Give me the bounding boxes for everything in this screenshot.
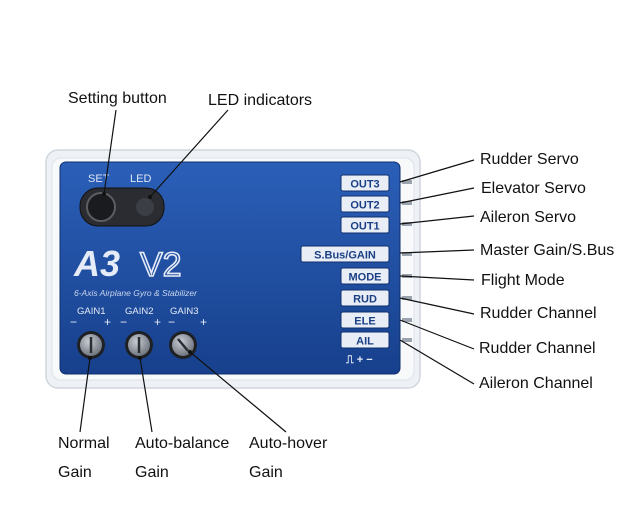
gain1-plus: + [104, 315, 111, 329]
callout-normal-gain: Normal Gain [58, 429, 110, 487]
port-out1: OUT1 [340, 216, 390, 234]
svg-text:MODE: MODE [349, 272, 382, 284]
gain3-label: GAIN3 [170, 306, 199, 317]
gain2-minus: − [120, 315, 127, 329]
auto-balance-gain-line2: Gain [135, 464, 169, 481]
gain1-minus: − [70, 315, 77, 329]
port-ail: AIL [340, 331, 390, 349]
callout-rudder-channel-2: Rudder Channel [479, 340, 596, 357]
gain2-knob[interactable] [125, 331, 153, 359]
callout-elevator-servo: Elevator Servo [481, 180, 586, 197]
leader-dots [88, 192, 192, 360]
gain1-label: GAIN1 [77, 306, 106, 317]
auto-hover-gain-line1: Auto-hover [249, 435, 328, 452]
svg-text:RUD: RUD [353, 294, 377, 306]
auto-balance-gain-line1: Auto-balance [135, 435, 230, 452]
gain2-plus: + [154, 315, 161, 329]
callout-auto-hover-gain: Auto-hover Gain [249, 429, 327, 487]
gain2-label: GAIN2 [125, 306, 154, 317]
svg-text:ELE: ELE [354, 316, 375, 328]
port-sbus-gain: S.Bus/GAIN [300, 245, 390, 263]
callout-aileron-servo: Aileron Servo [480, 209, 577, 226]
callout-setting-button: Setting button [68, 90, 167, 107]
callout-led-indicators: LED indicators [208, 92, 313, 109]
normal-gain-line2: Gain [58, 464, 92, 481]
gain1-knob[interactable] [77, 331, 105, 359]
callout-rudder-servo: Rudder Servo [480, 151, 579, 168]
brand-v2: V2 [140, 246, 182, 284]
callout-flight-mode: Flight Mode [481, 272, 565, 289]
gain3-plus: + [200, 315, 207, 329]
callout-master-gain: Master Gain/S.Bus [480, 242, 615, 259]
port-mode: MODE [340, 267, 390, 285]
led-indicator-icon [136, 198, 154, 216]
callout-rudder-channel-1: Rudder Channel [480, 305, 597, 322]
svg-text:OUT2: OUT2 [350, 200, 379, 212]
svg-text:AIL: AIL [356, 336, 374, 348]
port-rud: RUD [340, 289, 390, 307]
svg-text:OUT1: OUT1 [350, 221, 379, 233]
callout-aileron-channel: Aileron Channel [479, 375, 593, 392]
polarity-label: ⎍ + − [345, 354, 373, 366]
leader-lines [79, 109, 475, 433]
svg-text:S.Bus/GAIN: S.Bus/GAIN [314, 250, 376, 262]
led-label: LED [130, 173, 151, 185]
gain3-minus: − [168, 315, 175, 329]
port-out2: OUT2 [340, 195, 390, 213]
auto-hover-gain-line2: Gain [249, 464, 283, 481]
brand-a3: A3 [73, 243, 120, 284]
setting-button[interactable] [86, 192, 116, 222]
normal-gain-line1: Normal [58, 435, 110, 452]
set-label: SET [88, 173, 110, 185]
callout-auto-balance-gain: Auto-balance Gain [135, 429, 229, 487]
port-out3: OUT3 [340, 174, 390, 192]
port-ele: ELE [340, 311, 390, 329]
device-subtitle: 6-Axis Airplane Gyro & Stabilizer [74, 288, 198, 298]
svg-text:OUT3: OUT3 [350, 179, 379, 191]
